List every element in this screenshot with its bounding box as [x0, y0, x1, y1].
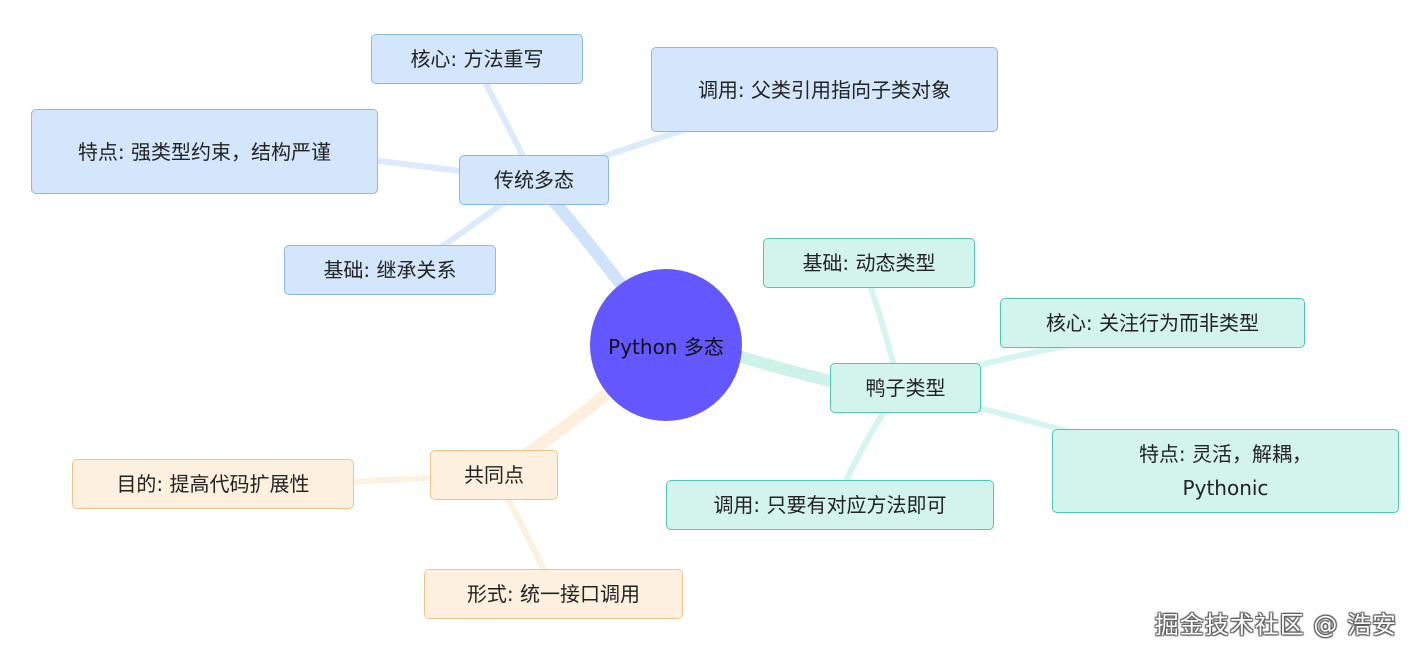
traditional-call-node: 调用: 父类引用指向子类对象	[651, 47, 998, 132]
common-node: 共同点	[430, 450, 558, 500]
traditional-node: 传统多态	[459, 155, 609, 205]
traditional-feature-node: 特点: 强类型约束，结构严谨	[31, 109, 378, 194]
duck-core-node: 核心: 关注行为而非类型	[1000, 298, 1305, 348]
common-purpose-node: 目的: 提高代码扩展性	[72, 459, 354, 509]
duck-basis-node: 基础: 动态类型	[763, 238, 975, 288]
duck-call-node: 调用: 只要有对应方法即可	[666, 480, 994, 530]
traditional-core-node: 核心: 方法重写	[371, 34, 583, 84]
watermark: 掘金技术社区 @ 浩安	[1154, 611, 1397, 639]
common-form-node: 形式: 统一接口调用	[424, 569, 683, 619]
center-node: Python 多态	[590, 269, 742, 421]
duck-node: 鸭子类型	[830, 363, 981, 413]
duck-feature-node: 特点: 灵活，解耦，Pythonic	[1052, 429, 1399, 513]
traditional-basis-node: 基础: 继承关系	[284, 245, 496, 295]
